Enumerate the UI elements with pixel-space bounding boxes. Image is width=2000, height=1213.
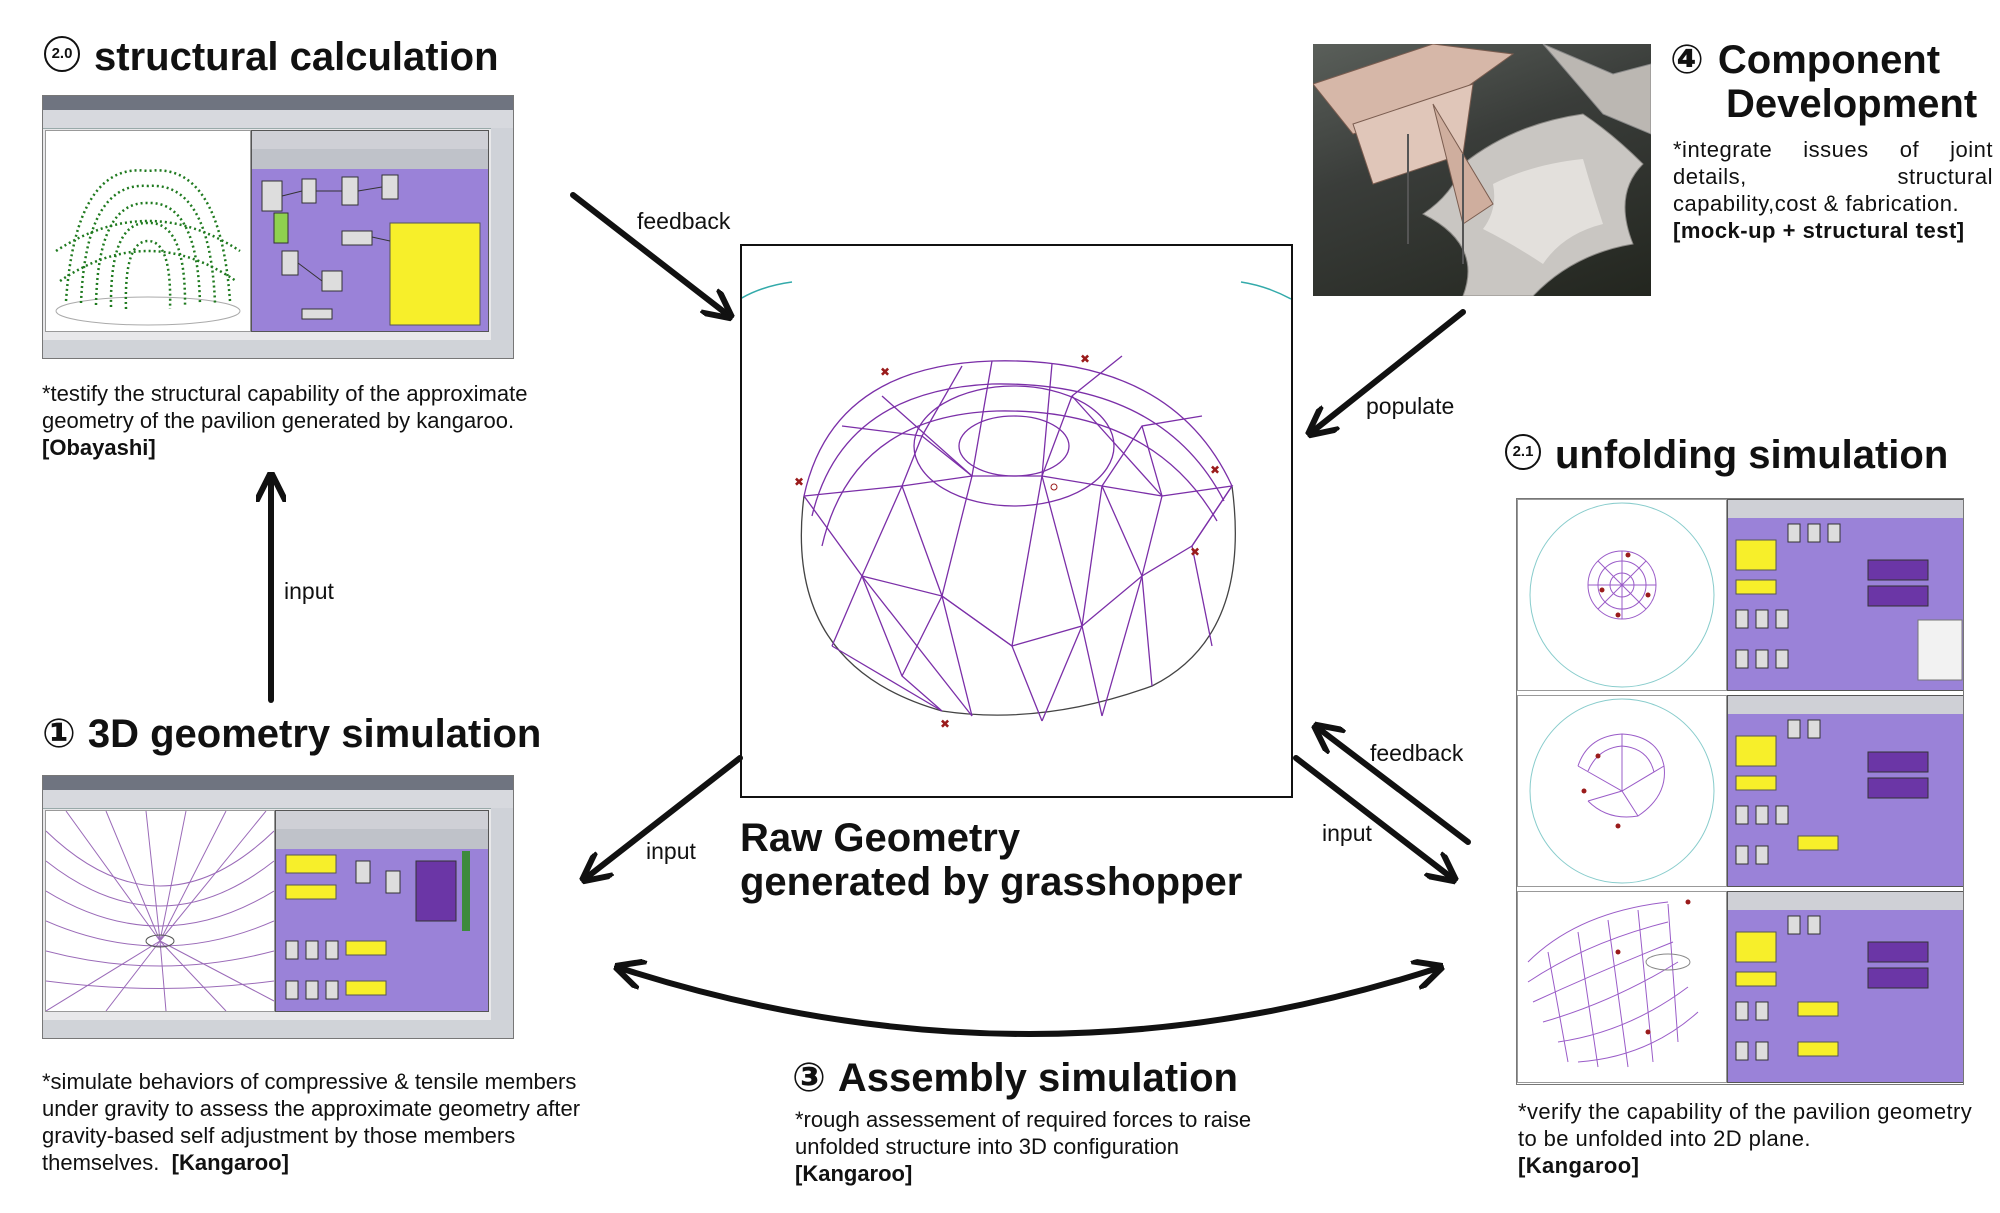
structural-calculation-desc-text: *testify the structural capability of th…: [42, 381, 528, 433]
svg-text:✖: ✖: [940, 717, 950, 731]
rhino-viewport-geometry: [45, 810, 275, 1012]
green-dome-wireframe: [55, 169, 241, 326]
svg-text:✖: ✖: [880, 365, 890, 379]
arrow-populate: [1312, 309, 1466, 432]
step-badge-1: ①: [42, 712, 76, 756]
unfolding-simulation-desc-text: *verify the capability of the pavilion g…: [1518, 1099, 1973, 1151]
structural-calculation-heading: 2.0 structural calculation: [44, 34, 499, 80]
geometry-simulation-description: *simulate behaviors of compressive & ten…: [42, 1068, 602, 1176]
structural-calculation-title: structural calculation: [94, 35, 499, 79]
label-input-bottom-left: input: [646, 838, 696, 864]
svg-text:✖: ✖: [794, 475, 804, 489]
step-badge-2-0: 2.0: [44, 36, 80, 73]
geometry-simulation-desc-text: *simulate behaviors of compressive & ten…: [42, 1069, 581, 1175]
svg-text:✖: ✖: [1190, 545, 1200, 559]
unfold-viewport-2: [1517, 695, 1727, 887]
component-development-heading: ④ Component Development: [1670, 38, 1977, 126]
structural-calculation-screenshot: [42, 95, 514, 359]
unfold-grasshopper-2: [1727, 695, 1963, 887]
torus-wireframe: ✖ ✖ ✖ ✖ ✖ ✖: [739, 281, 1292, 731]
structural-calculation-description: *testify the structural capability of th…: [42, 380, 602, 461]
label-feedback-right: feedback: [1370, 740, 1464, 766]
geometry-simulation-tag: [Kangaroo]: [171, 1150, 289, 1175]
label-populate: populate: [1366, 393, 1455, 419]
svg-text:✖: ✖: [1210, 463, 1220, 477]
label-feedback-top: feedback: [637, 208, 731, 234]
rhino-viewport: [45, 130, 251, 332]
raw-geometry-subtitle: generated by grasshopper: [740, 860, 1243, 904]
component-development-tag: [mock-up + structural test]: [1673, 218, 1965, 243]
unfolding-simulation-description: *verify the capability of the pavilion g…: [1518, 1098, 1978, 1179]
structural-calculation-tag: [Obayashi]: [42, 435, 156, 460]
unfold-grasshopper-3: [1727, 891, 1963, 1083]
assembly-simulation-tag: [Kangaroo]: [795, 1161, 913, 1186]
assembly-simulation-description: *rough assessement of required forces to…: [795, 1106, 1315, 1187]
step-badge-4: ④: [1670, 38, 1704, 82]
svg-text:✖: ✖: [1080, 352, 1090, 366]
unfold-viewport-1: [1517, 499, 1727, 691]
component-mockup-photo: [1313, 44, 1651, 296]
raw-geometry-caption: Raw Geometry generated by grasshopper: [740, 816, 1242, 904]
geometry-simulation-title: 3D geometry simulation: [87, 712, 542, 756]
raw-geometry-title: Raw Geometry: [740, 816, 1021, 860]
unfold-grasshopper-1: [1727, 499, 1963, 691]
step-badge-3: ③: [792, 1056, 826, 1100]
step-badge-2-1: 2.1: [1505, 434, 1541, 471]
arrow-input-right: [1293, 755, 1452, 878]
unfolding-simulation-title: unfolding simulation: [1555, 433, 1949, 477]
assembly-simulation-title: Assembly simulation: [837, 1056, 1238, 1100]
component-development-title-2: Development: [1726, 82, 1978, 126]
component-development-description: *integrate issues of joint details, stru…: [1673, 136, 1993, 244]
arrow-input-bottom-left: [586, 755, 743, 878]
grasshopper-canvas-geometry: [275, 810, 489, 1012]
component-development-title-1: Component: [1717, 38, 1941, 82]
grasshopper-canvas: [251, 130, 489, 332]
geometry-simulation-screenshot: [42, 775, 514, 1039]
purple-saddle-wireframe: [45, 810, 275, 1012]
label-input-right: input: [1322, 820, 1372, 846]
raw-geometry-frame: ✖ ✖ ✖ ✖ ✖ ✖: [739, 244, 1293, 798]
unfolding-simulation-screenshots: [1516, 498, 1964, 1085]
label-input-left: input: [284, 578, 334, 604]
component-development-desc-text: *integrate issues of joint details, stru…: [1673, 137, 1993, 216]
unfolding-simulation-tag: [Kangaroo]: [1518, 1153, 1640, 1178]
unfolding-simulation-heading: 2.1 unfolding simulation: [1505, 432, 1948, 478]
arrow-assembly-loop: [620, 968, 1438, 1037]
unfold-viewport-3: [1517, 891, 1727, 1083]
assembly-simulation-desc-text: *rough assessement of required forces to…: [795, 1107, 1252, 1159]
arrow-feedback-top: [570, 192, 728, 315]
arrow-feedback-right: [1318, 728, 1471, 845]
